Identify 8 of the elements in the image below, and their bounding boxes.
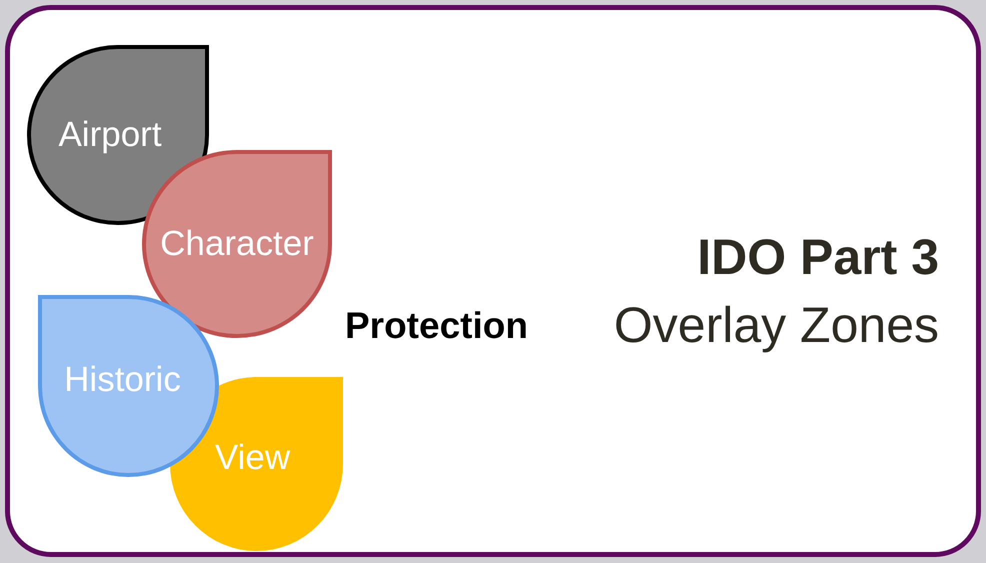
petal-label: Historic	[64, 360, 181, 400]
slide-title: IDO Part 3	[697, 228, 939, 286]
petal-label: Airport	[58, 115, 162, 155]
petal-label: View	[214, 438, 290, 478]
petal-label: Character	[160, 224, 314, 264]
slide-panel	[5, 5, 981, 557]
group-label: Protection	[345, 305, 528, 347]
slide-subtitle: Overlay Zones	[614, 296, 939, 354]
